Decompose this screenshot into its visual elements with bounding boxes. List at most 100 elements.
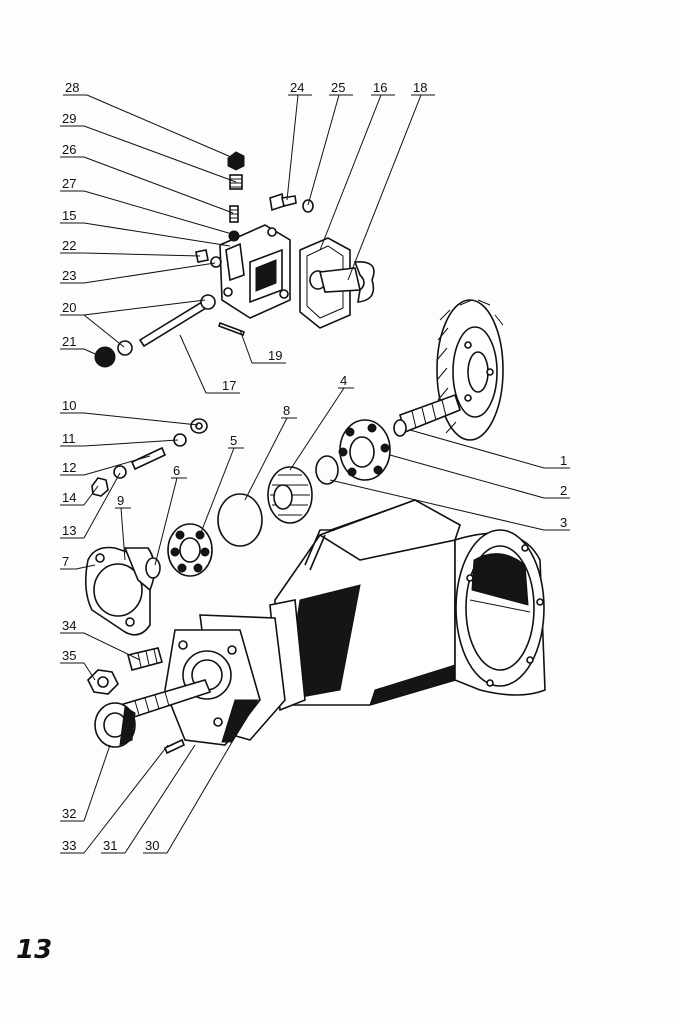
screw-22 bbox=[195, 249, 209, 263]
callout-15: 15 bbox=[60, 208, 231, 247]
callout-leader bbox=[83, 190, 233, 235]
snap-ring-8 bbox=[217, 493, 263, 547]
callout-label: 5 bbox=[230, 433, 237, 448]
callout-33: 33 bbox=[60, 744, 169, 854]
callout-leader bbox=[83, 455, 151, 476]
callout-label: 4 bbox=[340, 373, 347, 388]
callout-2: 2 bbox=[389, 454, 570, 499]
bolt-24 bbox=[269, 192, 297, 212]
callout-25: 25 bbox=[307, 80, 353, 206]
callout-19: 19 bbox=[239, 329, 286, 364]
callout-leader bbox=[124, 744, 196, 854]
callout-32: 32 bbox=[60, 744, 111, 822]
roller-bearing-5 bbox=[167, 523, 213, 577]
callout-leader bbox=[83, 252, 201, 257]
callout-11: 11 bbox=[60, 431, 179, 447]
stud-and-nut bbox=[87, 647, 163, 695]
callout-leader bbox=[83, 439, 179, 447]
callout-leader bbox=[86, 94, 239, 161]
callout-label: 8 bbox=[283, 403, 290, 418]
output-shaft bbox=[94, 679, 212, 748]
callout-13: 13 bbox=[60, 472, 121, 539]
washer-25 bbox=[302, 199, 314, 213]
ring-20 bbox=[117, 340, 133, 356]
callout-21: 21 bbox=[60, 334, 103, 358]
ring-3 bbox=[315, 455, 339, 485]
detent-parts bbox=[227, 151, 245, 242]
callout-18: 18 bbox=[347, 80, 435, 281]
callout-label: 20 bbox=[62, 300, 76, 315]
rear-cover-plate bbox=[164, 614, 286, 746]
callout-leader bbox=[83, 485, 99, 506]
callout-leader bbox=[83, 412, 199, 426]
callout-7: 7 bbox=[60, 554, 96, 570]
callout-leader bbox=[83, 156, 234, 214]
callout-34: 34 bbox=[60, 618, 141, 661]
callout-label: 35 bbox=[62, 648, 76, 663]
callout-leader bbox=[120, 507, 126, 561]
callout-leader bbox=[179, 334, 207, 394]
callout-leader bbox=[239, 329, 253, 364]
callout-label: 31 bbox=[103, 838, 117, 853]
callout-leader bbox=[83, 744, 111, 822]
callout-28: 28 bbox=[63, 80, 239, 161]
callout-leader bbox=[83, 632, 141, 661]
callout-29: 29 bbox=[60, 111, 237, 183]
callout-label: 6 bbox=[173, 463, 180, 478]
page-number: 13 bbox=[16, 935, 52, 965]
shifter-housing-15 bbox=[219, 224, 291, 319]
callout-label: 28 bbox=[65, 80, 79, 95]
callout-leader bbox=[83, 125, 237, 183]
callout-leader bbox=[75, 564, 96, 570]
callout-3: 3 bbox=[329, 479, 570, 531]
callout-leader bbox=[409, 429, 545, 469]
callout-leader bbox=[166, 719, 246, 854]
callout-4: 4 bbox=[289, 373, 354, 471]
callout-16: 16 bbox=[319, 80, 395, 251]
callout-9: 9 bbox=[115, 493, 131, 561]
callout-leader bbox=[289, 387, 345, 471]
callout-1: 1 bbox=[409, 429, 570, 469]
callout-leader bbox=[329, 479, 545, 531]
bearing-cover bbox=[84, 546, 161, 636]
callout-label: 21 bbox=[62, 334, 76, 349]
callout-10: 10 bbox=[60, 398, 199, 426]
callout-leader bbox=[83, 222, 231, 247]
callout-label: 27 bbox=[62, 176, 76, 191]
callout-label: 17 bbox=[222, 378, 236, 393]
callout-leader bbox=[307, 94, 340, 206]
callout-leader bbox=[154, 477, 178, 566]
callout-leader bbox=[347, 94, 422, 281]
callout-label: 3 bbox=[560, 515, 567, 530]
callout-label: 26 bbox=[62, 142, 76, 157]
callout-leader bbox=[83, 262, 216, 284]
callout-leader bbox=[319, 94, 382, 251]
callout-22: 22 bbox=[60, 238, 201, 257]
callout-23: 23 bbox=[60, 262, 216, 284]
callout-leader bbox=[83, 348, 103, 358]
callout-24: 24 bbox=[286, 80, 312, 201]
bevel-gear-shaft-1 bbox=[393, 299, 504, 441]
callout-label: 7 bbox=[62, 554, 69, 569]
callout-label: 30 bbox=[145, 838, 159, 853]
callout-8: 8 bbox=[244, 403, 297, 501]
spur-gear-4 bbox=[267, 466, 313, 524]
callout-17: 17 bbox=[179, 334, 240, 394]
callout-label: 15 bbox=[62, 208, 76, 223]
callout-35: 35 bbox=[60, 648, 96, 681]
ball-21 bbox=[94, 346, 116, 368]
shift-rod-17 bbox=[138, 294, 216, 348]
screw-33 bbox=[163, 738, 186, 755]
small-parts-cluster bbox=[91, 418, 208, 497]
callout-30: 30 bbox=[143, 719, 246, 854]
callout-label: 25 bbox=[331, 80, 345, 95]
callout-label: 11 bbox=[62, 431, 76, 446]
callout-5: 5 bbox=[199, 433, 244, 536]
callout-label: 1 bbox=[560, 453, 567, 468]
callout-label: 16 bbox=[373, 80, 387, 95]
washer-23 bbox=[210, 256, 222, 268]
callout-label: 12 bbox=[62, 460, 76, 475]
callout-leader bbox=[83, 472, 121, 539]
callout-label: 18 bbox=[413, 80, 427, 95]
